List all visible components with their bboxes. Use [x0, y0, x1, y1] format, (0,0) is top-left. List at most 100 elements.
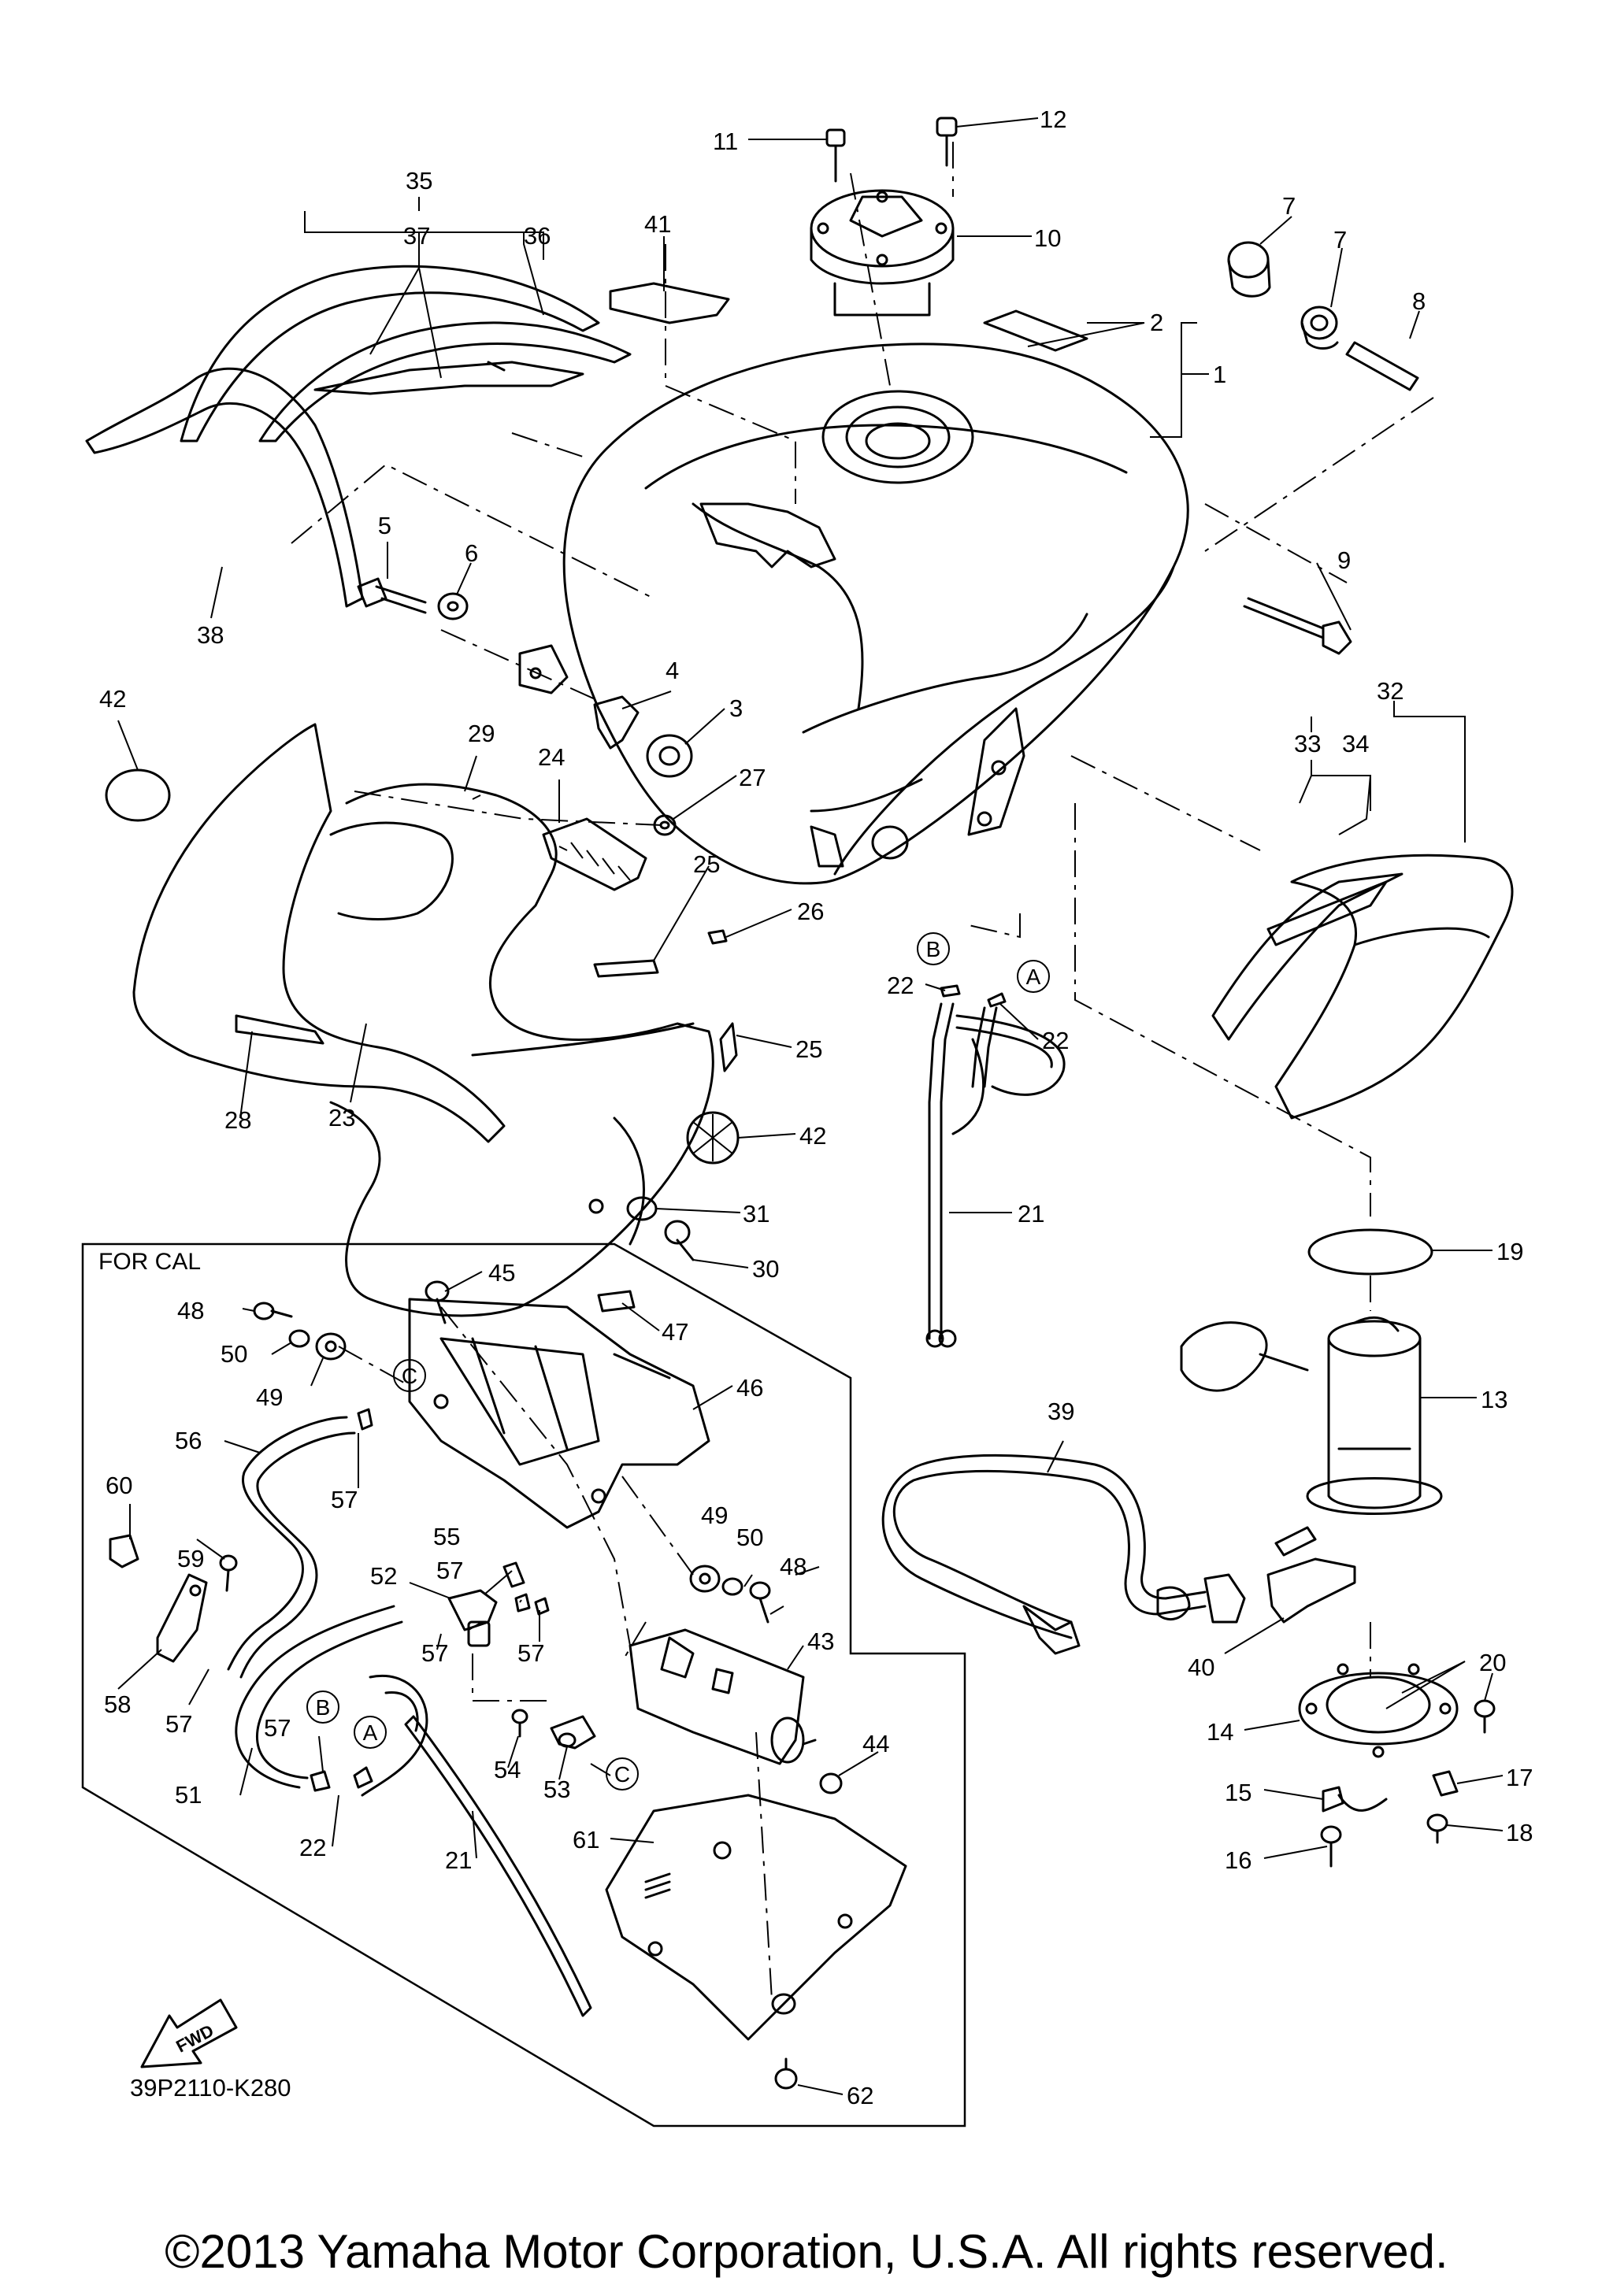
canister-43: [629, 1628, 817, 1765]
clip-57a: [357, 1408, 373, 1431]
fuel-pump-13: [1180, 1316, 1443, 1557]
copyright-notice: ©2013 Yamaha Motor Corporation, U.S.A. A…: [165, 2225, 1448, 2278]
part-label-7a: 7: [1282, 192, 1296, 220]
part-label-35: 35: [406, 167, 432, 194]
washer-6: [437, 592, 469, 620]
part-label-22a: 22: [887, 972, 914, 999]
leader-lines: [117, 117, 1504, 2095]
part-label-11: 11: [713, 128, 738, 155]
clip-57c: [534, 1597, 550, 1616]
label-47: [597, 1290, 636, 1313]
emblem-42b: [686, 1111, 740, 1165]
part-label-33: 33: [1294, 730, 1321, 757]
svg-text:A: A: [363, 1720, 378, 1745]
part-label-9: 9: [1337, 546, 1351, 574]
part-label-22b: 22: [1042, 1027, 1069, 1054]
part-label-5: 5: [378, 512, 391, 539]
svg-text:A: A: [1026, 965, 1041, 989]
part-label-49b: 49: [701, 1502, 728, 1529]
part-label-25a: 25: [693, 850, 720, 878]
part-label-36: 36: [524, 222, 551, 250]
screw-16: [1320, 1825, 1342, 1868]
part-label-56: 56: [175, 1427, 202, 1454]
part-label-54: 54: [494, 1756, 521, 1783]
part-label-23: 23: [328, 1104, 355, 1131]
svg-text:C: C: [614, 1762, 630, 1787]
for-cal-panel-border: [81, 1242, 966, 2128]
part-label-57d: 57: [421, 1639, 448, 1667]
part-label-40: 40: [1188, 1653, 1214, 1681]
part-label-41: 41: [644, 210, 671, 238]
emblem-42a: [105, 768, 171, 822]
part-label-46: 46: [736, 1374, 763, 1402]
bolt-48b: [749, 1581, 771, 1624]
part-label-26: 26: [797, 898, 824, 925]
part-label-13: 13: [1481, 1386, 1507, 1413]
part-label-57a: 57: [331, 1486, 358, 1513]
decal-41: [609, 282, 730, 324]
cover-61: [605, 1794, 907, 2041]
part-label-60: 60: [106, 1472, 132, 1499]
bolt-11: [825, 128, 846, 183]
hose-assembly-21: [925, 1002, 1066, 1348]
part-label-58: 58: [104, 1691, 131, 1718]
bolt-5: [357, 577, 427, 614]
part-label-42b: 42: [799, 1122, 826, 1150]
part-label-34: 34: [1342, 730, 1369, 757]
emblem-28: [235, 1014, 324, 1045]
part-label-24: 24: [538, 743, 565, 771]
clip-22c: [310, 1770, 331, 1792]
part-label-51: 51: [175, 1781, 202, 1809]
part-label-4: 4: [666, 657, 679, 684]
part-label-10: 10: [1034, 224, 1061, 252]
grommet-49b: [689, 1565, 721, 1593]
bolt-9: [1243, 597, 1352, 655]
part-label-16: 16: [1225, 1846, 1251, 1874]
part-label-25b: 25: [795, 1035, 822, 1063]
collar-8: [1345, 341, 1419, 391]
bracket-58: [156, 1573, 208, 1663]
hose-51: [235, 1605, 428, 1797]
part-label-57e: 57: [436, 1557, 463, 1584]
fuel-hose-39: [881, 1454, 1246, 1655]
part-label-29: 29: [468, 720, 495, 747]
svg-text:B: B: [316, 1695, 331, 1720]
screw-18: [1426, 1813, 1448, 1844]
damper-3: [646, 734, 693, 778]
trim-25b: [719, 1022, 738, 1072]
svg-text:C: C: [402, 1364, 417, 1388]
trim-38: [85, 367, 364, 608]
part-label-57b: 57: [165, 1710, 192, 1738]
part-label-21b: 21: [445, 1846, 472, 1874]
ref-b-upper: B: [917, 932, 950, 965]
ref-a-upper: A: [1017, 960, 1050, 993]
clamp-40: [1266, 1557, 1356, 1624]
hose-55: [502, 1561, 525, 1588]
bolt-62: [774, 2057, 798, 2090]
bracket-4: [593, 695, 640, 750]
valve-52: [447, 1589, 498, 1647]
part-label-43: 43: [807, 1628, 834, 1655]
assembly-lines: [291, 142, 1434, 2001]
part-label-57f: 57: [517, 1639, 544, 1667]
part-label-2: 2: [1150, 309, 1163, 336]
part-label-61: 61: [573, 1826, 599, 1853]
hose-56: [227, 1416, 356, 1679]
screw-20: [1474, 1699, 1496, 1734]
part-label-6: 6: [465, 539, 478, 567]
clamp-17: [1432, 1770, 1459, 1797]
part-label-28: 28: [224, 1106, 251, 1134]
decal-2: [983, 309, 1088, 352]
part-label-31: 31: [743, 1200, 769, 1228]
part-label-59: 59: [177, 1545, 204, 1572]
clip-22b: [987, 992, 1007, 1008]
fuel-cap: [810, 189, 955, 317]
bolt-45: [425, 1280, 450, 1324]
part-label-12: 12: [1040, 106, 1066, 133]
fuel-tank: [518, 343, 1189, 885]
canister-bracket-46: [408, 1298, 710, 1529]
part-label-38: 38: [197, 621, 224, 649]
damper-7b: [1300, 306, 1339, 350]
part-label-48b: 48: [780, 1553, 806, 1580]
part-label-7b: 7: [1333, 226, 1347, 254]
